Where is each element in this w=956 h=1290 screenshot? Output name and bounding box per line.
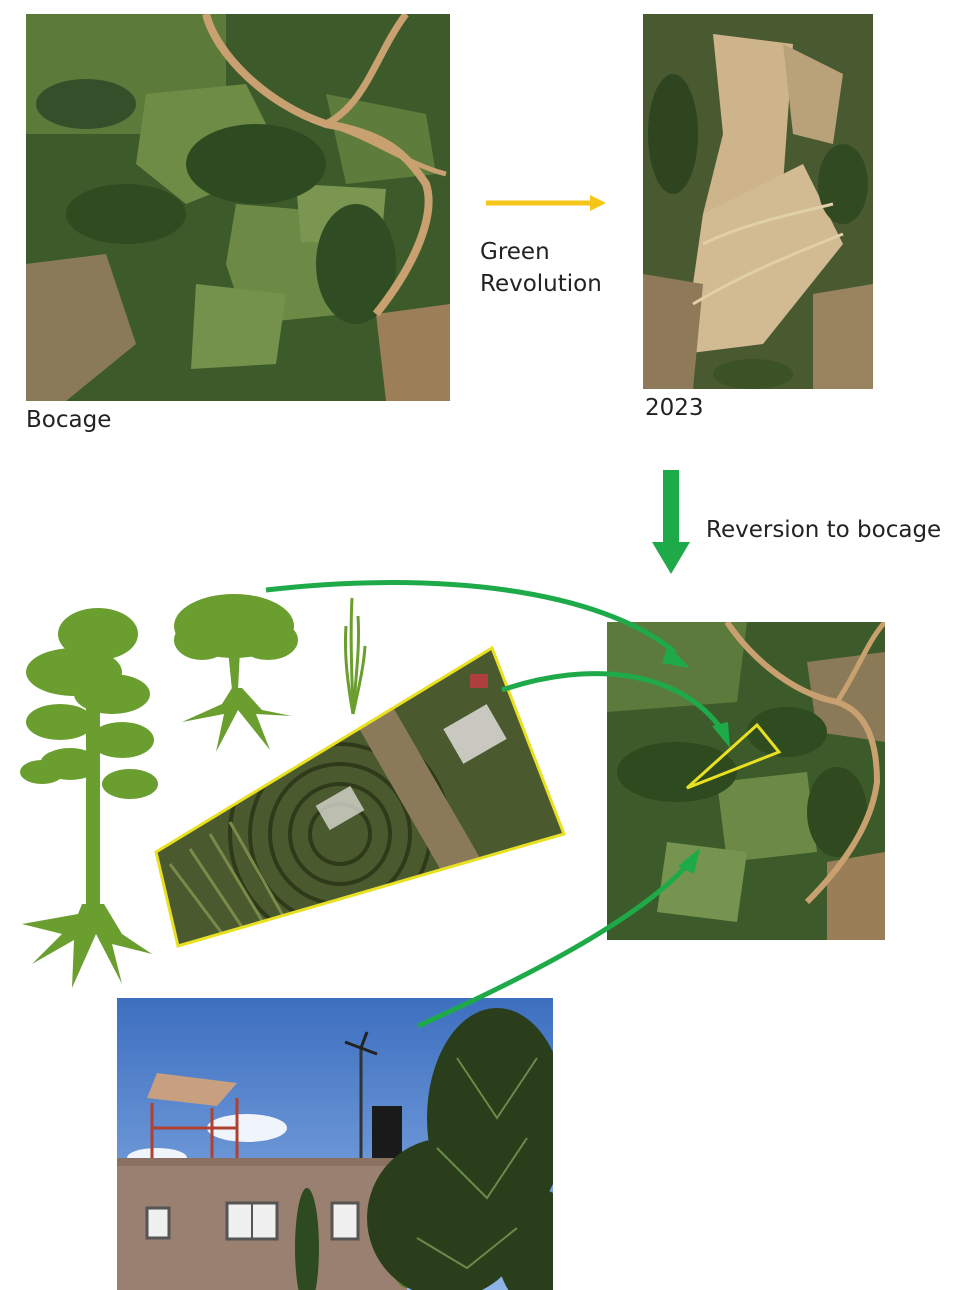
year-label: 2023 [645,395,704,421]
arrowhead-2 [712,722,730,748]
reversion-arrow [650,470,692,576]
arrowhead-3 [678,848,700,874]
green-revolution-arrow [484,192,608,214]
green-revolution-line1: Green [480,239,550,265]
garden-aerial-photo [150,644,570,952]
satellite-2023-photo [643,14,873,389]
house-with-solar-and-wind-photo [117,998,553,1290]
satellite-reversion-photo [607,622,885,940]
arrowhead-1 [662,645,690,668]
satellite-bocage-photo [26,14,450,401]
reversion-label: Reversion to bocage [706,517,942,543]
green-revolution-label: Green Revolution [480,236,602,300]
arrow-broadleaf-to-satellite [265,580,677,654]
pine-tree-icon [12,604,162,988]
green-revolution-line2: Revolution [480,271,602,298]
arrow-house-to-satellite [416,860,692,1029]
broadleaf-tree-icon [172,590,302,755]
bocage-label: Bocage [26,407,112,433]
arrow-garden-to-satellite [501,671,725,732]
grass-plant-icon [338,596,368,716]
